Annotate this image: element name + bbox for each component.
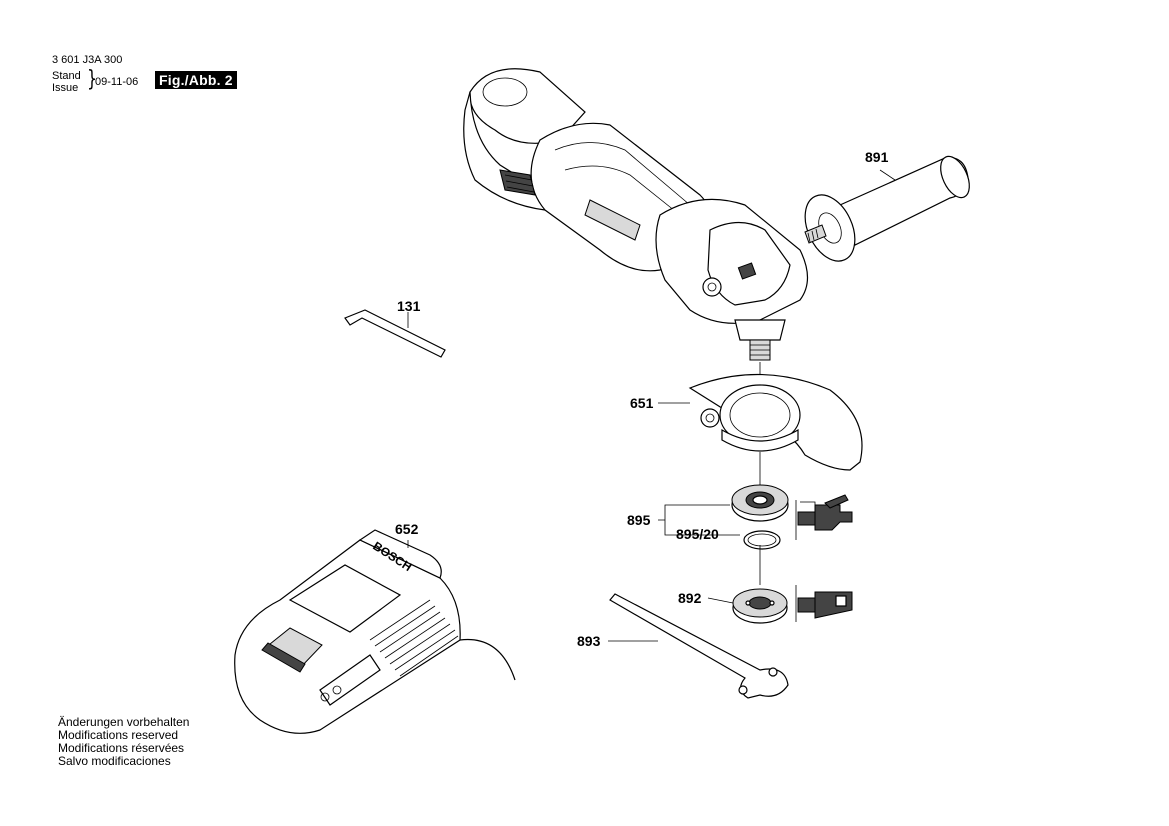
- spanner-illustration: [609, 593, 789, 699]
- part-number-895-20: 895/20: [676, 526, 719, 542]
- part-number-651: 651: [630, 395, 654, 411]
- allen-key-illustration: [344, 309, 446, 358]
- auxiliary-handle-illustration: [804, 155, 970, 262]
- o-ring-895-20-illustration: [743, 530, 781, 550]
- part-number-652: 652: [395, 521, 419, 537]
- notice-german: Änderungen vorbehalten: [58, 715, 190, 729]
- protection-guard-illustration: [688, 373, 863, 471]
- issue-label: Issue: [52, 82, 79, 94]
- angle-grinder-illustration: [463, 68, 809, 361]
- part-number-131: 131: [397, 298, 421, 314]
- flange-section-symbol-895: [795, 494, 853, 540]
- modifications-notice: Änderungen vorbehalten Modifications res…: [58, 716, 189, 768]
- leader-892: [707, 597, 734, 604]
- stand-issue-labels: Stand Issue: [52, 70, 81, 94]
- figure-label: Fig./Abb. 2: [155, 71, 237, 89]
- leader-891: [879, 169, 896, 181]
- part-number-891: 891: [865, 149, 889, 165]
- issue-date: 09-11-06: [95, 76, 139, 88]
- document-number: 3 601 J3A 300: [52, 54, 123, 66]
- notice-spanish: Salvo modificaciones: [58, 754, 171, 768]
- nut-section-symbol-892: [795, 585, 853, 622]
- part-number-895: 895: [627, 512, 651, 528]
- battery-charger-illustration: BOSCH: [234, 529, 516, 734]
- part-number-892: 892: [678, 590, 702, 606]
- clamping-nut-illustration: [732, 588, 788, 624]
- flange-895-illustration: [731, 484, 789, 522]
- stand-label: Stand: [52, 70, 81, 82]
- notice-english: Modifications reserved: [58, 728, 179, 742]
- part-number-893: 893: [577, 633, 601, 649]
- notice-french: Modifications réservées: [58, 741, 185, 755]
- leader-895: [658, 504, 740, 536]
- brace-symbol: }: [87, 67, 97, 92]
